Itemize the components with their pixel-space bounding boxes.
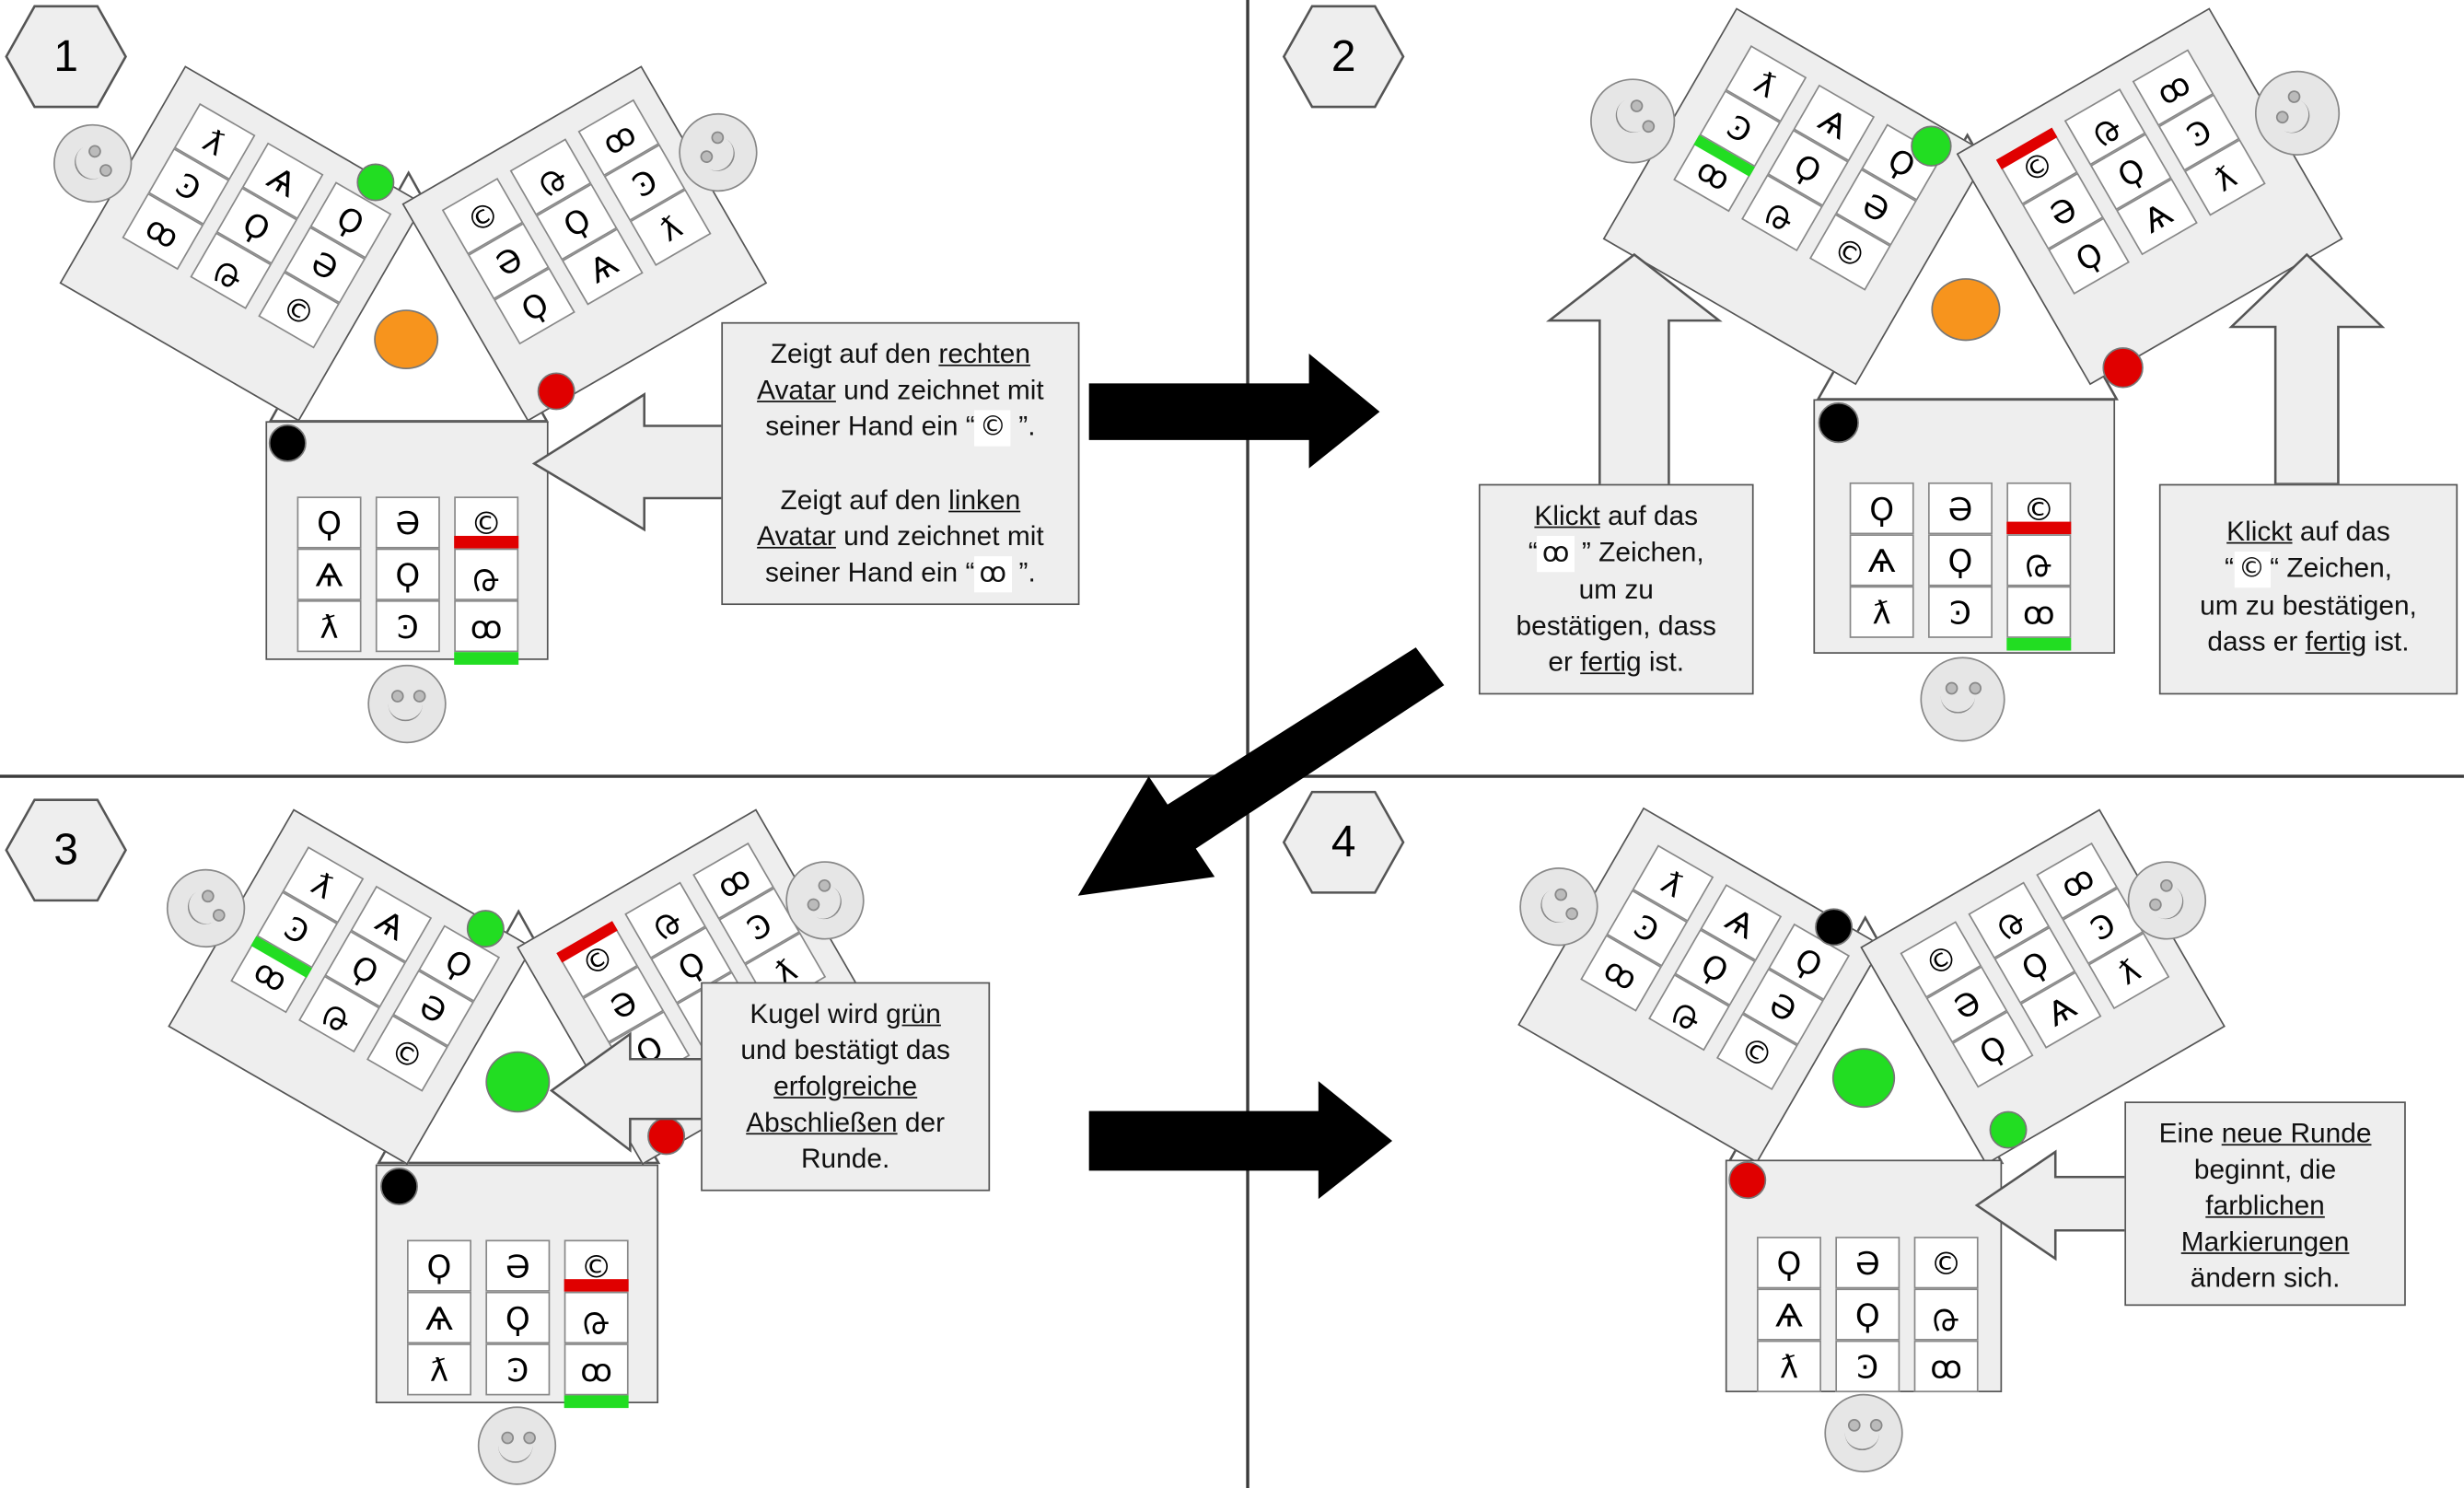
left-player-status-green <box>466 910 505 948</box>
red-marker <box>2006 521 2072 535</box>
symbol-cell[interactable]: Ә <box>485 1239 551 1292</box>
symbol-cell[interactable]: ᢙ <box>564 1291 629 1344</box>
symbol-cell[interactable]: Ͽ <box>375 599 440 653</box>
symbol-cell[interactable]: Ә <box>1835 1237 1900 1289</box>
symbol-cell[interactable]: Ϙ <box>375 548 440 600</box>
bottom-avatar <box>367 664 447 744</box>
bottom-player-status-black <box>379 1168 418 1205</box>
symbol-cell[interactable]: ᢙ <box>1913 1288 1979 1341</box>
symbol-grid: ƛ Ѧ Ϙ Ͽ Ϙ Ә ꝏ ᢙ © <box>229 846 501 1093</box>
step-3-badge: 3 <box>5 798 127 902</box>
callout-pointer-right <box>2228 252 2386 485</box>
bottom-player-status-black <box>268 424 307 462</box>
symbol-grid: © ᢙ ꝏ Ә Ϙ Ͽ Ϙ Ѧ ƛ <box>1900 842 2170 1089</box>
symbol-cell[interactable]: ꝏ <box>564 1343 629 1409</box>
bottom-player-board: Ϙ Ә © Ѧ Ϙ ᢙ ƛ Ͽ ꝏ <box>265 421 549 665</box>
symbol-cell[interactable]: © <box>2006 482 2072 535</box>
symbol-grid: Ϙ Ә © Ѧ Ϙ ᢙ ƛ Ͽ ꝏ <box>296 496 519 665</box>
symbol-cell[interactable]: Ѧ <box>296 548 362 600</box>
symbol-cell[interactable]: Ә <box>1927 482 1993 535</box>
symbol-cell[interactable]: ᢙ <box>454 548 519 600</box>
symbol-cell[interactable]: Ϙ <box>1849 482 1914 535</box>
symbol-grid: © ᢙ ꝏ Ә Ϙ Ͽ Ϙ Ѧ ƛ <box>1995 49 2267 296</box>
symbol-cell[interactable]: Ϙ <box>407 1239 471 1292</box>
left-player-status-green <box>356 163 395 202</box>
bottom-player-status-black <box>1818 401 1859 444</box>
step-2-number: 2 <box>1331 31 1356 81</box>
step-2-badge: 2 <box>1282 5 1405 109</box>
left-player-status-black <box>1815 908 1854 947</box>
callout-pointer-left <box>1545 252 1723 489</box>
red-marker <box>564 1279 629 1292</box>
symbol-cell[interactable]: Ϙ <box>296 496 362 549</box>
right-player-status-red <box>537 372 575 411</box>
symbol-grid: © ᢙ ꝏ Ә Ϙ Ͽ Ϙ Ѧ ƛ <box>441 99 713 346</box>
bottom-player-board: Ϙ Ә © Ѧ Ϙ ᢙ ƛ Ͽ ꝏ <box>375 1164 659 1409</box>
step2-right-callout: Klickt auf das “©“ Zeichen, um zu bestät… <box>2158 483 2458 695</box>
symbol-grid: Ϙ Ә © Ѧ Ϙ ᢙ ƛ Ͽ ꝏ <box>1756 1237 1979 1394</box>
symbol-cell[interactable]: Ә <box>375 496 440 549</box>
symbol-cell[interactable]: Ϙ <box>1927 534 1993 587</box>
bottom-player-board: Ϙ Ә © Ѧ Ϙ ᢙ ƛ Ͽ ꝏ <box>1813 399 2116 654</box>
symbol-cell[interactable]: ƛ <box>407 1343 471 1396</box>
symbol-grid: ƛ Ѧ Ϙ Ͽ Ϙ Ә ꝏ ᢙ © <box>1579 844 1851 1091</box>
symbol-cell[interactable]: Ϙ <box>1835 1288 1900 1341</box>
right-player-status-green <box>1989 1110 2028 1149</box>
callout-pointer-step4 <box>1974 1149 2133 1261</box>
bottom-avatar <box>1824 1393 1903 1473</box>
symbol-cell[interactable]: ꝏ <box>1913 1340 1979 1393</box>
symbol-cell[interactable]: Ѧ <box>1756 1288 1821 1341</box>
center-ball-green <box>1831 1048 1896 1109</box>
arrow-diagonal-step2-to-3 <box>1077 647 1445 896</box>
callout-pointer-step3 <box>549 1031 707 1153</box>
symbol-cell[interactable]: Ͽ <box>1835 1340 1900 1393</box>
red-marker <box>454 535 519 549</box>
step-1-number: 1 <box>53 31 78 81</box>
step2-left-callout: Klickt auf das “ꝏ ” Zeichen, um zu bestä… <box>1478 483 1754 695</box>
green-marker <box>564 1395 629 1409</box>
center-ball-orange <box>1931 278 2001 342</box>
step4-callout: Eine neue Runde beginnt, die farblichen … <box>2124 1101 2406 1307</box>
symbol-cell[interactable]: © <box>1913 1237 1979 1289</box>
step-1-badge: 1 <box>5 5 127 109</box>
green-marker <box>2006 637 2072 651</box>
symbol-cell[interactable]: Ͽ <box>485 1343 551 1396</box>
symbol-cell[interactable]: ꝏ <box>454 599 519 665</box>
symbol-cell[interactable]: © <box>564 1239 629 1292</box>
step3-callout: Kugel wird grün und bestätigt das erfolg… <box>701 982 991 1192</box>
arrow-right-step3-to-4 <box>1088 1081 1393 1200</box>
symbol-cell[interactable]: ƛ <box>1756 1340 1821 1393</box>
center-ball-green <box>485 1051 551 1113</box>
vertical-divider <box>1246 0 1249 1488</box>
center-ball-orange <box>374 309 439 370</box>
bottom-avatar <box>1920 657 2005 742</box>
bottom-player-status-red <box>1728 1161 1767 1200</box>
step-4-number: 4 <box>1331 817 1356 866</box>
right-player-status-red <box>647 1117 686 1156</box>
symbol-grid: ƛ Ѧ Ϙ Ͽ Ϙ Ә ꝏ ᢙ © <box>122 102 392 350</box>
left-player-status-green <box>1911 125 1952 167</box>
callout-pointer-step1 <box>531 392 725 532</box>
step-3-number: 3 <box>53 824 78 874</box>
right-player-status-red <box>2102 347 2144 389</box>
bottom-player-board: Ϙ Ә © Ѧ Ϙ ᢙ ƛ Ͽ ꝏ <box>1725 1159 2003 1394</box>
symbol-cell[interactable]: © <box>454 496 519 549</box>
symbol-cell[interactable]: Ͽ <box>1927 586 1993 638</box>
symbol-cell[interactable]: Ϙ <box>485 1291 551 1344</box>
green-marker <box>454 652 519 665</box>
bottom-avatar <box>477 1406 557 1485</box>
symbol-cell[interactable]: ꝏ <box>2006 586 2072 651</box>
step1-callout: Zeigt auf den rechten Avatar und zeichne… <box>721 321 1080 606</box>
symbol-cell[interactable]: ᢙ <box>2006 534 2072 587</box>
step-4-badge: 4 <box>1282 790 1405 894</box>
symbol-cell[interactable]: Ϙ <box>1756 1237 1821 1289</box>
symbol-cell[interactable]: ƛ <box>296 599 362 653</box>
symbol-cell[interactable]: ƛ <box>1849 586 1914 638</box>
symbol-grid: Ϙ Ә © Ѧ Ϙ ᢙ ƛ Ͽ ꝏ <box>407 1239 629 1409</box>
symbol-cell[interactable]: Ѧ <box>407 1291 471 1344</box>
symbol-grid: Ϙ Ә © Ѧ Ϙ ᢙ ƛ Ͽ ꝏ <box>1849 482 2072 651</box>
symbol-cell[interactable]: Ѧ <box>1849 534 1914 587</box>
arrow-right-step1-to-2 <box>1088 353 1380 469</box>
